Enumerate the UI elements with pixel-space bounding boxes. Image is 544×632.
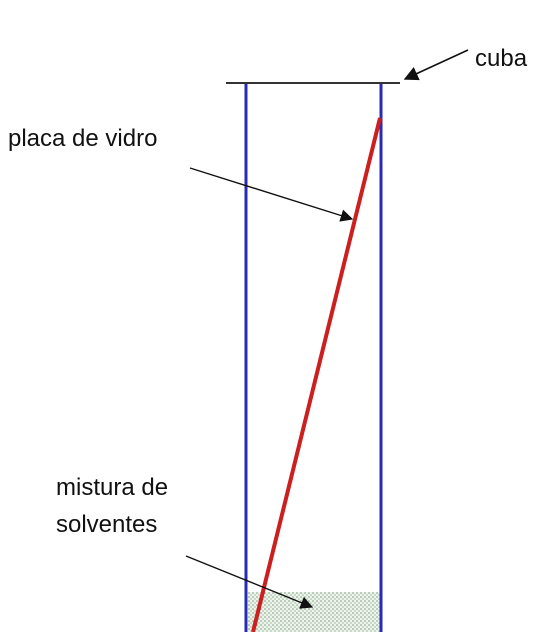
solvent-mixture [248,592,380,632]
placa-pointer-arrow [189,167,354,222]
mistura-label-line1: mistura de [56,474,168,501]
placa-label: placa de vidro [8,125,157,152]
glass-plate [251,117,382,632]
cuba-pointer-arrow [403,49,469,81]
mistura-pointer-arrow [185,555,314,609]
mistura-label-line2: solventes [56,511,157,538]
cuba-label: cuba [475,45,528,72]
